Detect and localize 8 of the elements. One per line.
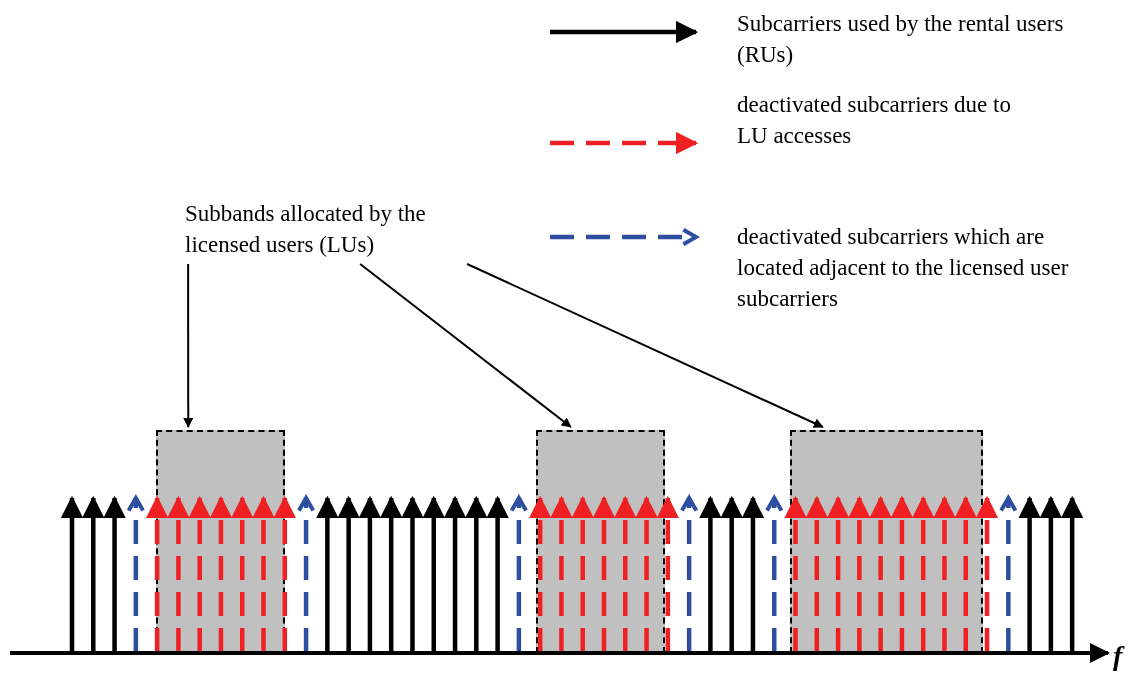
leader-arrow xyxy=(359,263,572,428)
axis-label: f xyxy=(1113,640,1123,671)
leader-arrow xyxy=(183,263,194,428)
legend-text: Subcarriers used by the rental users (RUs) xyxy=(737,10,1065,69)
legend-text: deactivated subcarriers due to LU accesses xyxy=(737,91,1012,150)
leader-arrow xyxy=(466,263,824,428)
legend-text: deactivated subcarriers which are located adjacent to the licensed user subcarriers xyxy=(737,223,1070,313)
callout-text: Subbands allocated by the licensed users (LUs) xyxy=(185,198,495,260)
